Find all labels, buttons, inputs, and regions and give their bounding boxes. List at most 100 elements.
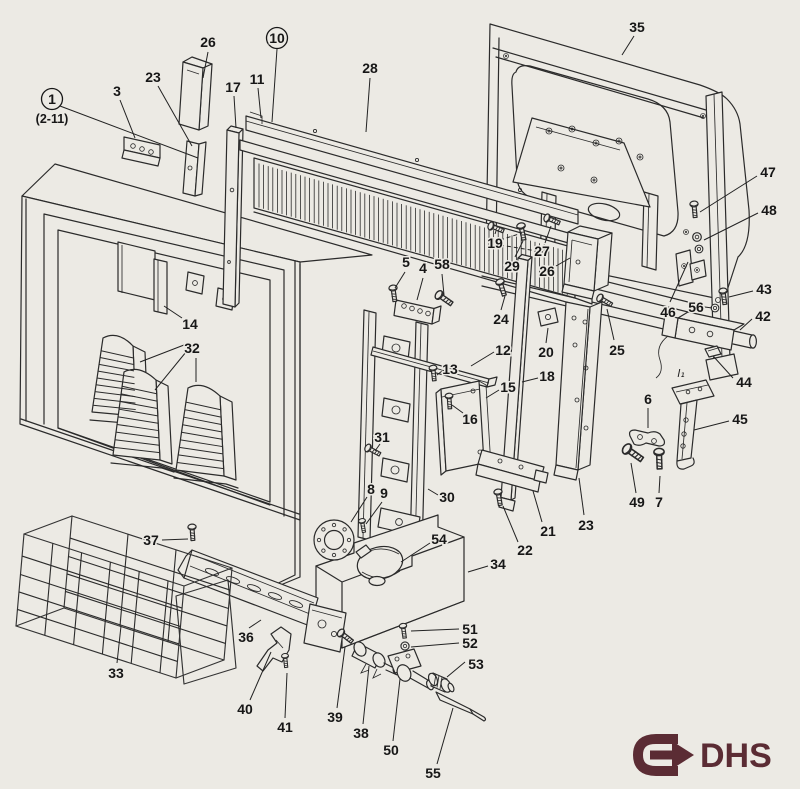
bottom-parts (177, 514, 487, 722)
leader-line-50 (392, 678, 401, 742)
dhs-logo: DHS (632, 734, 772, 776)
leader-line-10 (271, 48, 278, 123)
leader-line-9 (365, 501, 383, 525)
part-7-screw (653, 447, 666, 470)
leader-line-30 (427, 488, 439, 496)
leader-line-44 (713, 356, 734, 379)
logo-text: DHS (700, 737, 772, 775)
part-callout-35: 35 (629, 19, 645, 35)
leader-line-55 (436, 707, 454, 765)
leader-line-53 (446, 661, 466, 678)
leader-line-19 (494, 230, 497, 235)
part-callout-51: 51 (462, 621, 478, 637)
leader-line-18 (521, 377, 539, 383)
leader-line-32 (154, 351, 187, 391)
part-50-bracket (387, 648, 435, 691)
part-callout-42: 42 (755, 308, 771, 324)
leader-line-13 (436, 370, 443, 376)
right-side-parts (619, 286, 757, 470)
part-callout-43: 43 (756, 281, 772, 297)
part-callout-7: 7 (655, 494, 663, 510)
part-callout-14: 14 (182, 316, 198, 332)
leader-line-40 (249, 651, 272, 701)
part-8-disc (313, 519, 355, 561)
part-callout-44: 44 (736, 374, 752, 390)
part-53-knob (427, 672, 455, 693)
part-56-washer (710, 303, 720, 313)
part-callout-9: 9 (380, 485, 388, 501)
part-37-screw (187, 523, 198, 542)
leader-line-36 (248, 619, 262, 629)
part-callout-36: 36 (238, 629, 254, 645)
part-callout-16: 16 (462, 411, 478, 427)
part-callout-37: 37 (143, 532, 159, 548)
part-callout-6: 6 (644, 391, 652, 407)
part-4-plate (393, 299, 435, 325)
part-callout-23: 23 (145, 69, 161, 85)
part-callout-58: 58 (434, 256, 450, 272)
leader-line-15 (485, 389, 500, 399)
part-51-screw (398, 622, 409, 640)
part-callout-53: 53 (468, 656, 484, 672)
leader-line-31 (374, 443, 381, 452)
part-callout-50: 50 (383, 742, 399, 758)
part-callout-5: 5 (402, 254, 410, 270)
part-callout-19: 19 (487, 235, 503, 251)
leader-line-24 (500, 295, 506, 311)
leader-line-33 (116, 625, 122, 664)
leader-line-5 (394, 271, 406, 289)
leader-line-12 (470, 351, 495, 367)
part-callout-18: 18 (539, 368, 555, 384)
part-callout-13: 13 (442, 361, 458, 377)
leader-line-41 (284, 672, 288, 719)
leader-line-28 (365, 77, 371, 133)
part-callout-29: 29 (504, 258, 520, 274)
part-33-grille (15, 515, 237, 685)
part-callout-41: 41 (277, 719, 293, 735)
part-callout-52: 52 (462, 635, 478, 651)
logo-arrow-bar (650, 750, 674, 760)
part-callout-31: 31 (374, 429, 390, 445)
part-callout-26: 26 (539, 263, 555, 279)
part-callout-48: 48 (761, 202, 777, 218)
panel-flap (512, 117, 651, 208)
leader-line-22 (502, 505, 519, 543)
part-callout-39: 39 (327, 709, 343, 725)
part-14-strip (153, 258, 168, 315)
leader-line-37 (161, 538, 189, 541)
part-callout-10: 10 (269, 30, 285, 46)
part-55-probe (435, 691, 487, 722)
top-rails (121, 56, 244, 308)
leader-line-4 (416, 277, 424, 301)
part-callout-3: 3 (113, 83, 121, 99)
leader-line-51 (410, 628, 460, 632)
part-44-clip (704, 345, 722, 358)
leader-line-16 (451, 404, 464, 414)
part-callout-28: 28 (362, 60, 378, 76)
leader-line-20 (545, 327, 549, 344)
part-48-washer (692, 232, 702, 242)
part-11-rail (245, 115, 579, 225)
leader-line-47 (699, 175, 758, 213)
part-callout-47: 47 (760, 164, 776, 180)
part-callout-33: 33 (108, 665, 124, 681)
leader-line-11 (257, 87, 262, 119)
leader-line-43 (728, 290, 754, 298)
leader-line-17 (233, 95, 237, 129)
part-20-plate (537, 307, 559, 327)
part-callout-l₁: l₁ (677, 367, 684, 380)
leader-line-21 (532, 490, 543, 523)
leader-line-29 (514, 240, 524, 258)
part-callout-34: 34 (490, 556, 506, 572)
part-callout-38: 38 (353, 725, 369, 741)
logo-arrow-ring (632, 734, 678, 776)
part-callout-1: 1 (48, 91, 56, 107)
part-callout-27: 27 (534, 243, 550, 259)
part-callout-sub-1: (2-11) (36, 112, 69, 126)
part-callout-45: 45 (732, 411, 748, 427)
part-52-washer (400, 641, 410, 651)
part-6-strap (628, 429, 666, 447)
